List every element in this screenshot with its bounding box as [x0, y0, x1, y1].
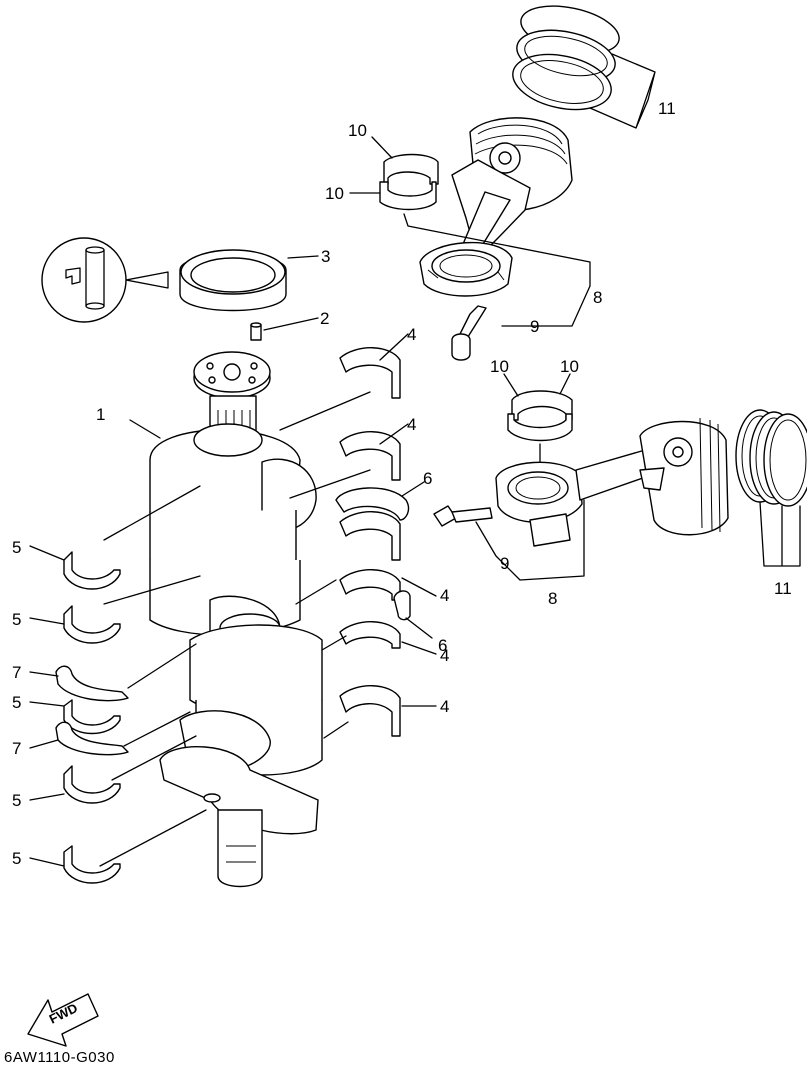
callout-4b: 4 — [407, 415, 416, 434]
detail-circle — [41, 237, 169, 323]
callout-7a: 7 — [12, 663, 21, 682]
callout-5c: 5 — [12, 693, 21, 712]
thrust-bearing-lower-2 — [55, 721, 129, 756]
piston-rings-right — [735, 409, 807, 507]
callout-5a: 5 — [12, 538, 21, 557]
leader-crank-4a — [279, 391, 371, 431]
thrust-washer-upper — [335, 487, 410, 561]
callout-3: 3 — [321, 247, 330, 266]
main-bearing-lower-4 — [63, 765, 121, 804]
leader-5c — [29, 701, 65, 707]
leader-11-top — [589, 53, 656, 129]
leader-4d — [401, 641, 437, 655]
piston-assembly-right — [495, 417, 729, 547]
main-bearing-lower-5 — [63, 845, 121, 884]
leader-crank-4b — [289, 469, 371, 499]
diagram-code: 6AW1110-G030 — [4, 1049, 115, 1066]
leader-1 — [129, 419, 161, 439]
leader-4a — [379, 333, 409, 361]
main-bearing-upper-2 — [339, 431, 401, 481]
callout-10d: 10 — [560, 357, 579, 376]
leader-2 — [263, 317, 319, 331]
leader-7b — [29, 739, 59, 749]
callout-6a: 6 — [423, 469, 432, 488]
oil-seal — [179, 249, 287, 312]
callout-9-right: 9 — [500, 554, 509, 573]
main-bearing-upper-4 — [339, 621, 401, 649]
leader-5b — [29, 617, 65, 625]
leader-7a — [29, 671, 59, 677]
leader-crank-7b — [123, 711, 191, 747]
crankshaft — [149, 351, 323, 888]
rod-bolt-right — [433, 505, 493, 527]
leader-crank-5d — [111, 735, 197, 781]
rod-bolt-top — [451, 305, 487, 361]
leader-10d — [559, 373, 571, 395]
leader-10c — [503, 373, 519, 397]
main-bearing-upper-5 — [339, 685, 401, 737]
main-bearing-upper-1 — [339, 347, 401, 399]
callout-5b: 5 — [12, 610, 21, 629]
leader-crank-4c — [295, 579, 337, 605]
callout-5e: 5 — [12, 849, 21, 868]
callout-10a: 10 — [348, 121, 367, 140]
fwd-arrow-icon: FWD — [27, 993, 99, 1047]
leader-5d — [29, 793, 65, 801]
leader-crank-5a — [103, 485, 201, 541]
piston-rings-top — [512, 5, 620, 111]
piston-assembly-top — [419, 117, 573, 297]
leader-crank-4e — [323, 721, 349, 739]
callout-10b: 10 — [325, 184, 344, 203]
leader-6a — [401, 481, 425, 497]
leader-8-9-top — [403, 213, 591, 327]
callout-11-right: 11 — [774, 579, 792, 598]
main-bearing-lower-1 — [63, 551, 121, 590]
callout-1: 1 — [96, 405, 105, 424]
leader-crank-5e — [99, 809, 207, 867]
callout-4c: 4 — [440, 586, 449, 605]
leader-5e — [29, 857, 65, 867]
callout-4a: 4 — [407, 325, 416, 344]
callout-11-top: 11 — [658, 99, 676, 118]
main-bearing-lower-3 — [63, 699, 121, 735]
leader-crank-7a — [127, 643, 197, 689]
leader-8-9-right — [475, 499, 585, 581]
leader-crank-5b — [103, 575, 201, 605]
callout-7b: 7 — [12, 739, 21, 758]
main-bearing-lower-2 — [63, 605, 121, 644]
leader-crank-4d — [321, 635, 347, 651]
leader-10a — [371, 136, 393, 159]
leader-4c — [401, 577, 437, 597]
leader-11-right — [759, 501, 801, 567]
thrust-bearing-lower-1 — [55, 665, 129, 702]
thrust-washer-lower — [393, 590, 411, 621]
dowel-pin — [250, 322, 262, 341]
callout-8-right: 8 — [548, 589, 557, 608]
callout-10c: 10 — [490, 357, 509, 376]
leader-6b — [405, 617, 433, 639]
callout-5d: 5 — [12, 791, 21, 810]
rod-bearing-right — [507, 390, 573, 442]
callout-4e: 4 — [440, 697, 449, 716]
leader-5a — [29, 545, 65, 561]
callout-8-top: 8 — [593, 288, 602, 307]
leader-3 — [287, 255, 319, 259]
callout-9-top: 9 — [530, 317, 539, 336]
rod-bearing-top — [379, 153, 439, 211]
callout-4d: 4 — [440, 646, 449, 665]
callout-6b: 6 — [438, 636, 447, 655]
leader-4b — [379, 423, 409, 445]
main-bearing-upper-3 — [339, 569, 401, 601]
callout-2: 2 — [320, 309, 329, 328]
